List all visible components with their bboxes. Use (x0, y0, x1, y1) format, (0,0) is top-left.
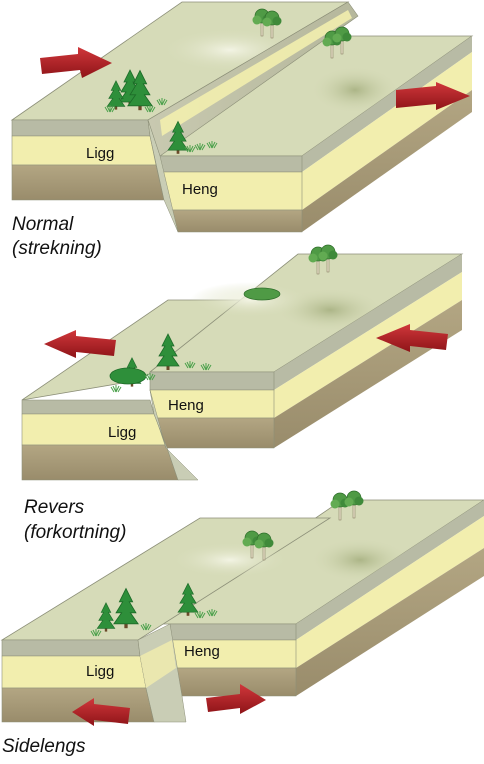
slip-arrow-left-icon (72, 698, 130, 726)
hanging-wall-block (158, 499, 484, 697)
panel-strike-slip: Ligg Heng Sidelengs (0, 490, 484, 757)
hangingwall-label: Heng (182, 181, 218, 198)
extension-arrow-right-icon (396, 82, 470, 110)
footwall-label: Ligg (86, 145, 114, 162)
caption-normal: Normal (12, 214, 74, 235)
footwall-label: Ligg (86, 663, 114, 680)
caption-reverse: Revers (24, 497, 85, 518)
hangingwall-label: Heng (168, 397, 204, 414)
footwall-label: Ligg (108, 424, 136, 441)
hanging-wall-block (148, 253, 464, 481)
slip-arrow-right-icon (206, 684, 266, 714)
panel-normal: Ligg Heng Normal (strekning) (10, 1, 474, 259)
footwall-block (21, 299, 264, 481)
caption-normal-sub: (strekning) (12, 238, 102, 259)
extension-arrow-left-icon (40, 47, 112, 78)
fallen-trees-icon (109, 287, 281, 385)
caption-strike-slip: Sidelengs (2, 736, 86, 757)
footwall-block (10, 1, 359, 233)
compression-arrow-right-icon (376, 324, 448, 352)
compression-arrow-left-icon (44, 330, 116, 358)
footwall-block (0, 517, 332, 723)
panel-reverse: Heng Ligg Revers (forkortning) (21, 244, 464, 543)
caption-reverse-sub: (forkortning) (24, 522, 126, 543)
hangingwall-label: Heng (184, 643, 220, 660)
